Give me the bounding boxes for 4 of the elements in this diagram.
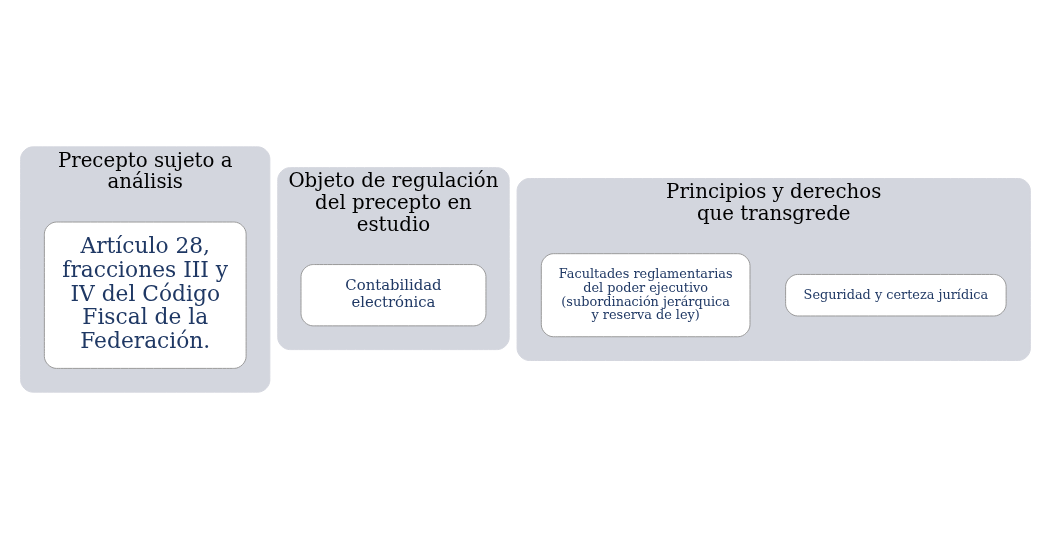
node-box: Artículo 28, fracciones III y IV del Código Fiscal de la Federación. [43, 221, 247, 369]
node-box: Facultades reglamentarias del poder ejecutivo (subordinación jerárquica y reserva de ley) [540, 252, 751, 337]
node-box: Seguridad y certeza jurídica [785, 273, 1007, 316]
node-box: Contabilidad electrónica [300, 263, 487, 326]
